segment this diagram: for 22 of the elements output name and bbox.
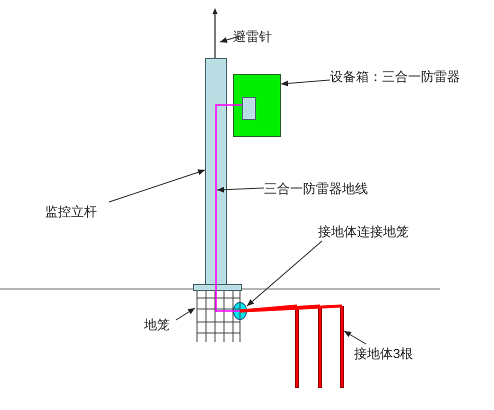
leader-line [246, 240, 322, 306]
leader-line [108, 169, 206, 202]
surge-protector-box [242, 97, 256, 120]
ground-rod [318, 306, 322, 388]
ground-lead-wire [215, 104, 242, 312]
ground-cage-drawing [193, 284, 242, 342]
callout-label: 设备箱：三合一防雷器 [330, 67, 460, 86]
callout-label: 接地体3根 [354, 344, 426, 363]
callout-label: 接地体连接地笼 [318, 222, 426, 241]
ground-wire [240, 304, 298, 312]
callout-label: 监控立杆 [45, 202, 109, 221]
leader-line [280, 80, 330, 86]
callout-label: 地笼 [144, 315, 178, 334]
leader-line [344, 330, 366, 344]
lightning-rod [210, 8, 220, 58]
equipment-box [233, 74, 281, 137]
ground-rod [340, 306, 344, 388]
ground-wire [240, 304, 342, 312]
callout-label: 避雷针 [233, 27, 295, 46]
callout-label: 三合一防雷器地线 [264, 179, 386, 198]
leader-line [216, 186, 264, 193]
leader-line [176, 308, 196, 320]
